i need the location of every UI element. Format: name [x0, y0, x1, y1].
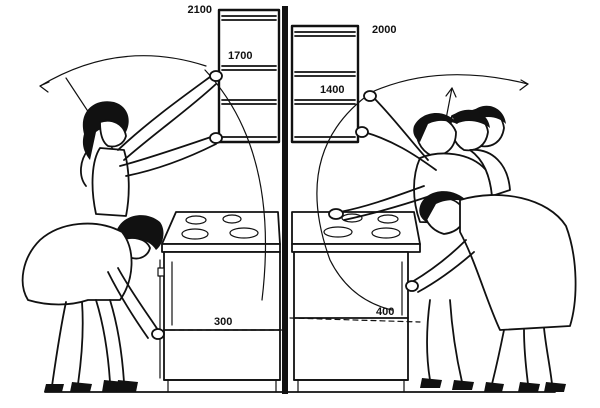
right-wall-cabinet [290, 24, 360, 144]
left-wall-cabinet [217, 8, 281, 144]
right-stove [291, 211, 421, 393]
left-woman-standing [80, 70, 223, 217]
center-divider [282, 6, 288, 394]
right-low-reach-line [289, 317, 421, 323]
label-right-cabinet-top: 2000 [372, 24, 396, 36]
label-left-cabinet-top: 2100 [188, 4, 212, 16]
label-left-reach-low: 300 [214, 316, 232, 328]
left-stove [157, 211, 281, 393]
label-right-reach-low: 400 [376, 306, 394, 318]
label-left-shelf: 1700 [228, 50, 252, 62]
left-woman-bending [21, 215, 165, 392]
label-right-shelf: 1400 [320, 84, 344, 96]
right-woman-bending [405, 191, 577, 392]
